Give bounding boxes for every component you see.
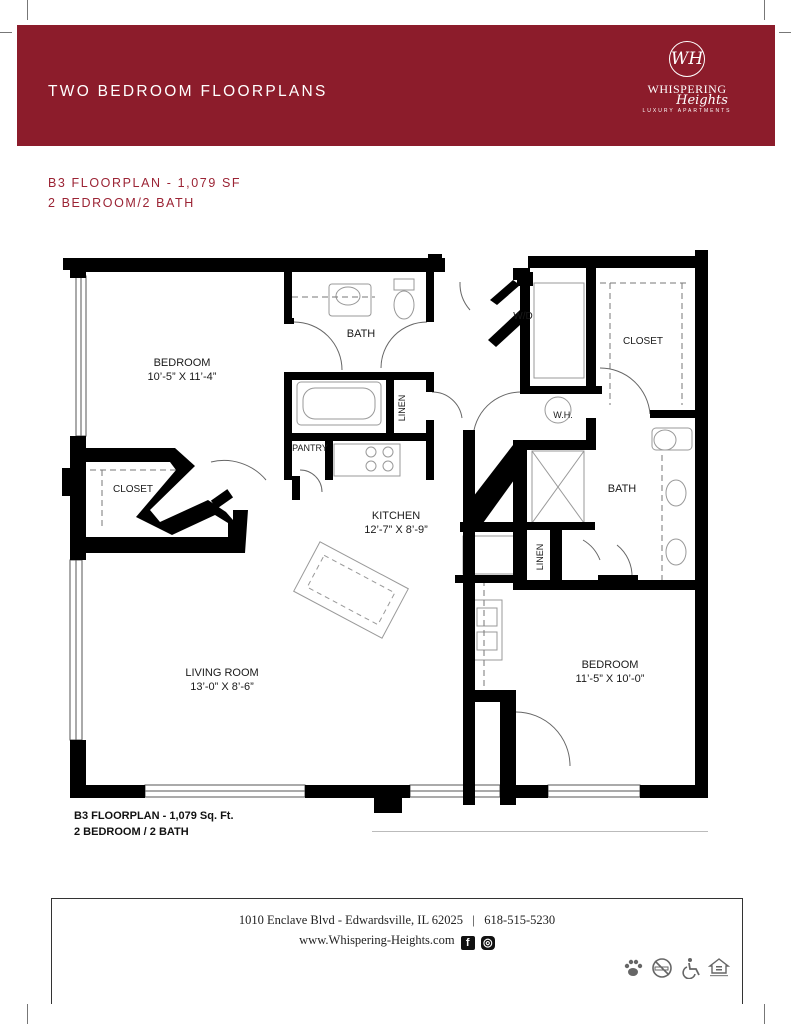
- brand-logo[interactable]: WH WHISPERING Heights LUXURY APARTMENTS: [627, 41, 747, 141]
- footer-web: www.Whispering-Heights.com f ◎: [52, 933, 742, 950]
- footer: 1010 Enclave Blvd - Edwardsville, IL 620…: [51, 898, 743, 1004]
- wheelchair-icon: [682, 958, 700, 979]
- room-size: 10’-5” X 11’-4”: [148, 371, 217, 383]
- crop-mark: [27, 0, 28, 20]
- crop-mark: [0, 32, 12, 33]
- logo-wordmark: WHISPERING: [647, 82, 727, 96]
- page-title: TWO BEDROOM FLOORPLANS: [48, 83, 328, 100]
- logo-monogram: WH: [669, 41, 705, 77]
- room-label: CLOSET: [623, 336, 663, 347]
- room-label: W.H.: [553, 410, 573, 420]
- room-label: PANTRY: [292, 443, 328, 453]
- room-size: 11’-5” X 10’-0”: [576, 673, 645, 685]
- room-label: KITCHEN: [372, 510, 420, 522]
- website-link[interactable]: www.Whispering-Heights.com: [299, 933, 455, 947]
- floorplan-subheading: 2 BEDROOM/2 BATH: [48, 196, 195, 210]
- room-label: CLOSET: [113, 484, 153, 495]
- room-label: LINEN: [397, 395, 407, 422]
- room-size: 13’-0” X 8’-6”: [190, 681, 254, 693]
- room-label: LIVING ROOM: [185, 667, 258, 679]
- room-labels: BEDROOM 10’-5” X 11’-4” BATH CLOSET LINE…: [113, 311, 663, 693]
- dashed-lines: [90, 282, 690, 690]
- floorplan-caption: B3 FLOORPLAN - 1,079 Sq. Ft.: [74, 810, 234, 822]
- room-label: BATH: [347, 328, 376, 340]
- room-size: 12’-7” X 8’-9”: [364, 524, 428, 536]
- room-label: LINEN: [535, 544, 545, 571]
- caption-divider: [372, 831, 708, 832]
- header-banner: TWO BEDROOM FLOORPLANS WH WHISPERING Hei…: [17, 25, 775, 146]
- room-label: BEDROOM: [154, 357, 211, 369]
- walls: [62, 250, 708, 813]
- floorplan-heading: B3 FLOORPLAN - 1,079 SF: [48, 176, 242, 190]
- crop-mark: [779, 32, 791, 33]
- no-smoking-icon: [652, 958, 672, 978]
- facebook-icon[interactable]: f: [460, 936, 475, 950]
- logo-tagline: LUXURY APARTMENTS: [642, 108, 732, 114]
- room-label: W/D: [513, 311, 532, 322]
- door-swings: [210, 281, 651, 767]
- room-label: BATH: [608, 483, 637, 495]
- phone-link[interactable]: 618-515-5230: [484, 913, 556, 927]
- room-label: BEDROOM: [582, 659, 639, 671]
- instagram-icon[interactable]: ◎: [480, 936, 495, 950]
- footer-separator: |: [472, 913, 475, 927]
- crop-mark: [27, 1004, 28, 1024]
- equal-housing-icon: [708, 958, 730, 977]
- paw-icon: [624, 959, 643, 976]
- crop-mark: [764, 1004, 765, 1024]
- floorplan-caption-sub: 2 BEDROOM / 2 BATH: [74, 826, 189, 838]
- address-text: 1010 Enclave Blvd - Edwardsville, IL 620…: [238, 913, 464, 927]
- crop-mark: [764, 0, 765, 20]
- logo-script: Heights: [676, 93, 728, 108]
- footer-contact: 1010 Enclave Blvd - Edwardsville, IL 620…: [52, 913, 742, 928]
